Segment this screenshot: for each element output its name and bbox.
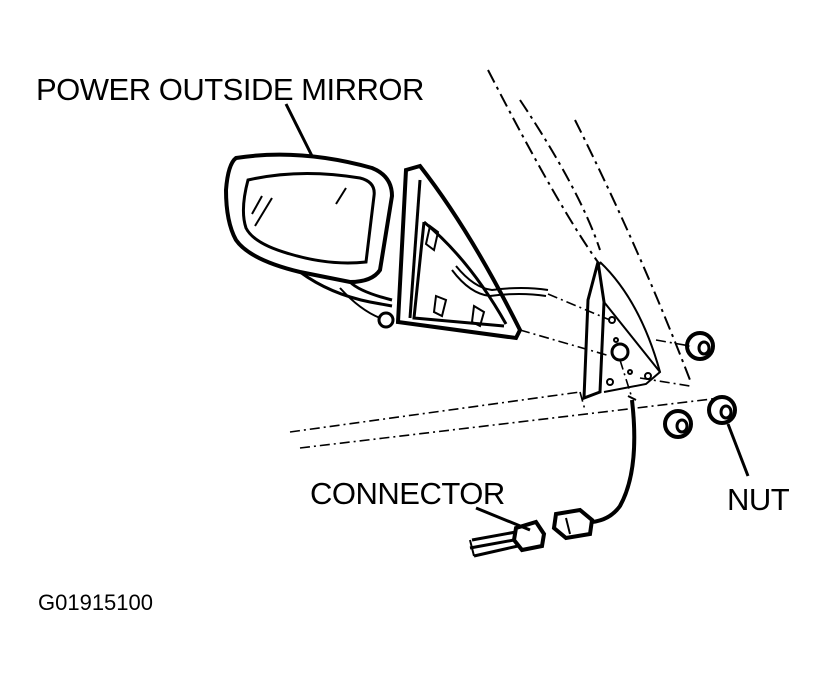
nut-2 [663,409,693,439]
nut-group [663,331,737,439]
nut-3 [707,395,737,425]
mirror-leader-line [284,103,314,157]
leader-lines [284,103,750,532]
connector-drawing [469,507,595,558]
wire-harness [591,359,637,524]
power-outside-mirror-drawing [223,152,549,341]
power-outside-mirror-label: POWER OUTSIDE MIRROR [36,72,424,107]
wire-grommet-hole [610,342,630,362]
figure-id-label: G01915100 [38,590,153,615]
alignment-lines [519,293,691,387]
nut-1 [685,331,715,361]
door-frame-lines [289,69,721,449]
connector-leader-line [475,506,531,532]
nut-leader-line [726,423,750,477]
connector-label: CONNECTOR [310,476,505,511]
door-mount-panel [582,261,662,401]
nut-label: NUT [727,482,790,517]
